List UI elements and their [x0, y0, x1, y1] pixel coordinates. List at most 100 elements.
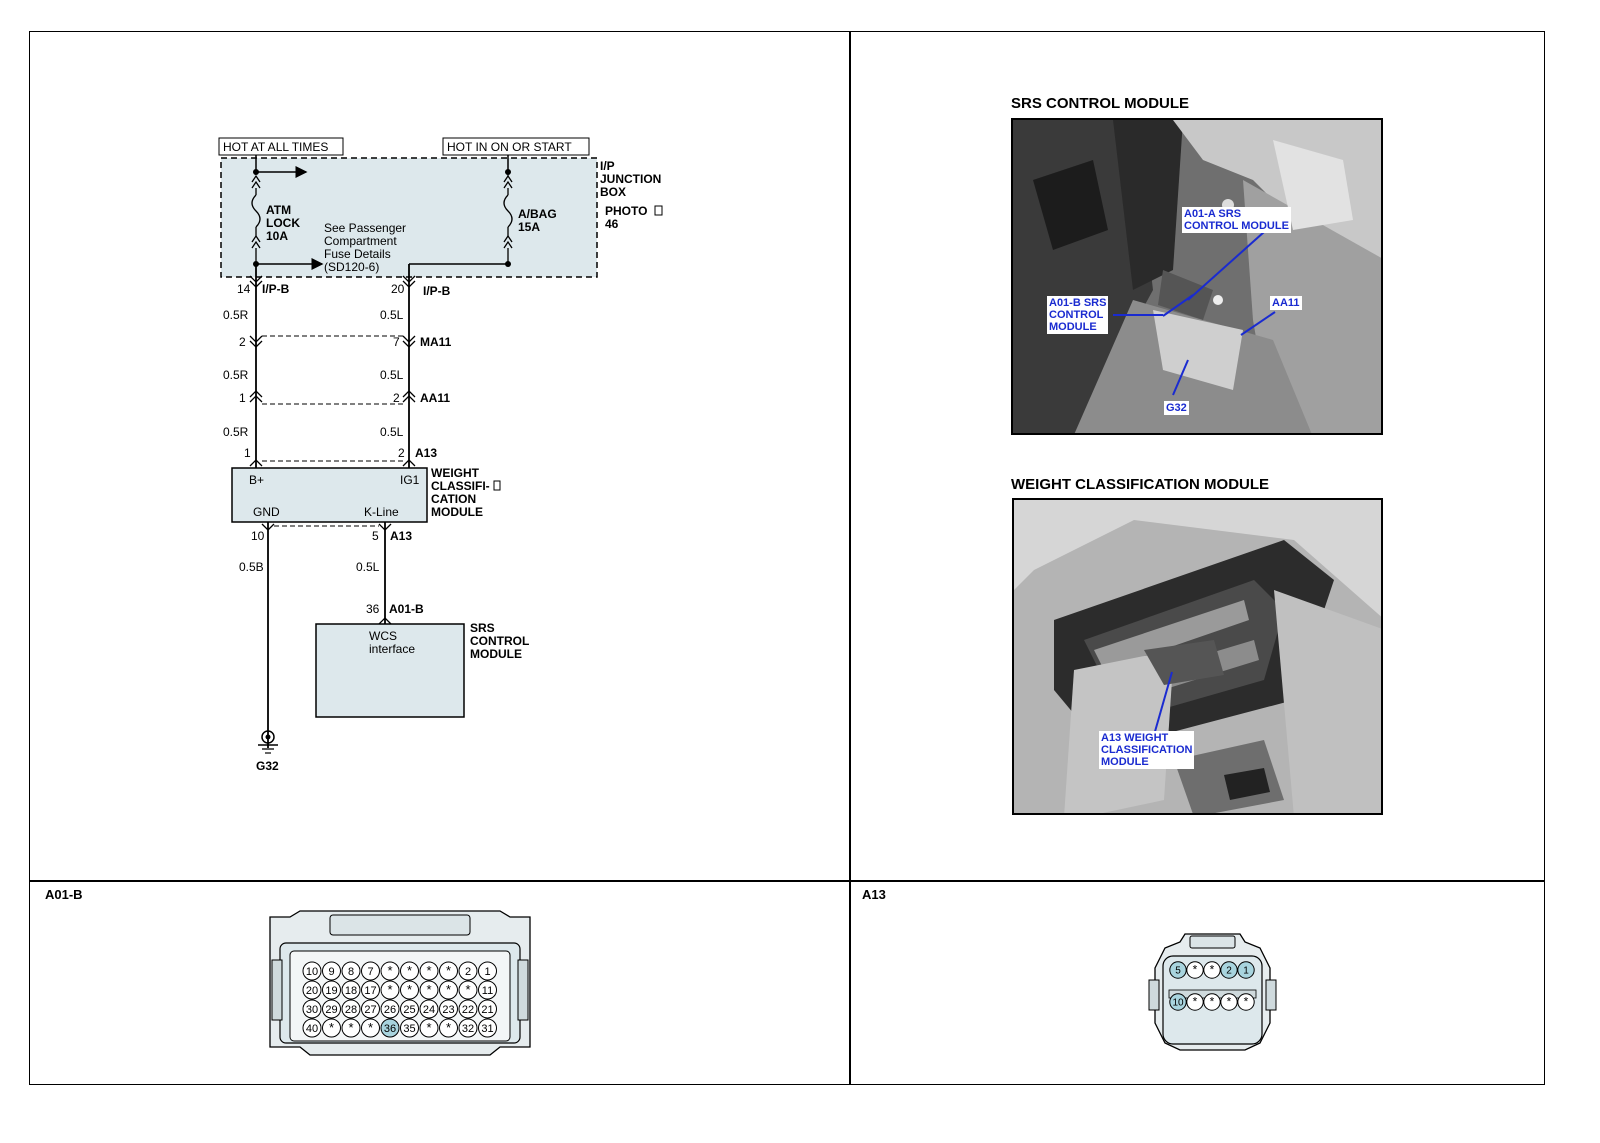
pin-cavity: [478, 961, 497, 981]
pin-label: *: [426, 982, 431, 997]
conn-ma11-right-pin: 7: [393, 335, 400, 349]
a13-connector-panel: [849, 880, 1545, 1085]
pin-cavity: [361, 1018, 380, 1038]
pin-label: 27: [364, 1004, 376, 1016]
callout-a13-line2: CLASSIFICATION: [1101, 744, 1193, 756]
pin-cavity: [1186, 993, 1204, 1011]
fuse-atm-lock-line3: 10A: [266, 229, 288, 243]
pin-label: *: [1244, 995, 1249, 1009]
pin-cavity: [1203, 961, 1221, 979]
wire-2-left: 0.5R: [223, 368, 249, 382]
lower-conn-name: A13: [390, 529, 412, 543]
srs-interface-2: interface: [369, 642, 415, 656]
wire-3-left: 0.5R: [223, 425, 249, 439]
pin-label: *: [407, 963, 412, 978]
pin-label: 36: [384, 1023, 396, 1035]
pin-cavity: [458, 961, 478, 981]
pin-label: 1: [1243, 966, 1249, 977]
pin-cavity: [380, 961, 400, 981]
pin-cavity: [439, 980, 458, 1000]
pin-label: *: [1210, 995, 1215, 1009]
conn-ipb-name-left: I/P-B: [262, 282, 290, 296]
pin-cavity: [361, 961, 380, 981]
pin-cavity: [361, 980, 380, 1000]
photo-ref-number: 46: [605, 217, 619, 231]
pin-cavity: [1220, 993, 1238, 1011]
callout-a01a-line2: CONTROL MODULE: [1184, 220, 1289, 232]
conn-ipb-name-right: I/P-B: [423, 284, 451, 298]
conn-a13-name: A13: [415, 446, 437, 460]
wire-2-right: 0.5L: [380, 368, 404, 382]
pin-cavity: [1237, 993, 1255, 1011]
pin-label: *: [426, 963, 431, 978]
wcm-pin-b-plus: B+: [249, 473, 264, 487]
supply-label-on-start: HOT IN ON OR START: [447, 140, 572, 154]
pin-cavity: [439, 961, 458, 981]
callout-a01b-line2: CONTROL: [1049, 309, 1104, 321]
pin-cavity: [322, 1018, 341, 1038]
supply-label-always: HOT AT ALL TIMES: [223, 140, 328, 154]
conn-aa11-left-pin: 1: [239, 391, 246, 405]
pin-cavity: [341, 980, 361, 1000]
pin-label: 23: [442, 1004, 454, 1016]
srs-photo-image: [1013, 120, 1381, 433]
pin-cavity: [341, 999, 361, 1019]
lower-wire-left: 0.5B: [239, 560, 264, 574]
pin-cavity: [458, 980, 478, 1000]
pin-label: 30: [306, 1004, 318, 1016]
srs-conn-name: A01-B: [389, 602, 424, 616]
pin-label: *: [1193, 963, 1198, 977]
pin-cavity: [302, 980, 322, 1000]
pin-cavity: [1220, 961, 1238, 979]
callout-a01b: A01-B SRS CONTROL MODULE: [1047, 296, 1109, 334]
pin-cavity: [400, 999, 419, 1019]
pin-cavity: [322, 999, 341, 1019]
pin-cavity: [458, 1018, 478, 1038]
photo-ref-box-icon: [654, 205, 663, 216]
pin-cavity: [322, 961, 341, 981]
wcm-name-box-icon: [493, 480, 501, 491]
callout-a01b-line3: MODULE: [1049, 321, 1097, 333]
pin-cavity: [1237, 961, 1255, 979]
pin-label: 22: [462, 1004, 474, 1016]
pin-label: *: [426, 1020, 431, 1035]
srs-name-2: CONTROL: [470, 634, 529, 648]
pin-label: 32: [462, 1023, 474, 1035]
pin-label: *: [446, 1020, 451, 1035]
junction-box-label-1: I/P: [600, 159, 615, 173]
pin-cavity: [478, 999, 497, 1019]
pin-label: 31: [481, 1023, 493, 1035]
pin-cavity: [341, 961, 361, 981]
wcm-pin-kline: K-Line: [364, 505, 399, 519]
pin-cavity: [1203, 993, 1221, 1011]
pin-label: *: [1210, 963, 1215, 977]
pin-cavity: [1169, 993, 1187, 1011]
callout-a01a-line1: A01-A SRS: [1184, 208, 1242, 220]
callout-g32: G32: [1164, 401, 1189, 415]
pin-label: 1: [484, 966, 490, 978]
pin-label: *: [329, 1020, 334, 1035]
pin-cavity: [419, 961, 439, 981]
wcm-pin-gnd: GND: [253, 505, 280, 519]
pin-label: 20: [306, 985, 318, 997]
pin-label: *: [1193, 995, 1198, 1009]
ground-label: G32: [256, 759, 279, 773]
pin-cavity: [1186, 961, 1204, 979]
lower-conn-right-pin: 5: [372, 529, 379, 543]
pin-label: *: [446, 982, 451, 997]
pin-cavity: [419, 980, 439, 1000]
pin-cavity: [419, 999, 439, 1019]
pin-label: *: [407, 982, 412, 997]
fuse-atm-lock-line1: ATM: [266, 203, 291, 217]
pin-label: 7: [367, 966, 373, 978]
srs-photo: [1011, 118, 1383, 435]
pin-label: 17: [364, 985, 376, 997]
pin-label: 18: [345, 985, 357, 997]
junction-box-label-2: JUNCTION: [600, 172, 661, 186]
srs-photo-title: SRS CONTROL MODULE: [1011, 95, 1190, 112]
callout-a13-wcm: A13 WEIGHT CLASSIFICATION MODULE: [1099, 731, 1195, 769]
fuse-abag-line2: 15A: [518, 220, 540, 234]
pin-cavity: [419, 1018, 439, 1038]
pin-label: 2: [1226, 966, 1232, 977]
conn-aa11-right-pin: 2: [393, 391, 400, 405]
